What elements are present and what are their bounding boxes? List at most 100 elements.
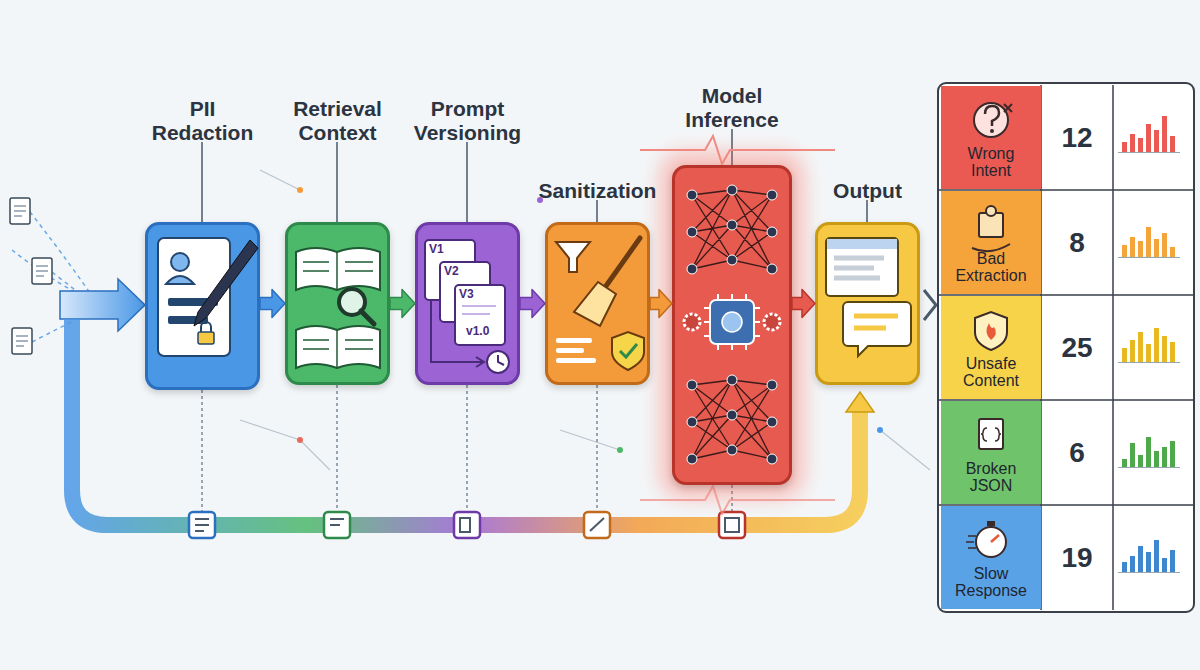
spark-bars [1122,540,1175,572]
stage-heading: Prompt Versioning [400,97,536,145]
question-hook [985,106,999,126]
version-page [440,262,490,322]
speed-lines [966,536,976,548]
issue-name: Broken JSON [941,401,1041,504]
chip-pins [704,294,760,350]
stage-box: Model Inference [672,165,792,485]
spark-bars [1122,116,1175,152]
stage-heading: Model Inference [667,84,797,132]
bypass-arrowhead [846,392,874,412]
issue-row: Broken JSON6 [941,401,1191,504]
issue-row: Slow Response19 [941,506,1191,609]
flow-arrow [792,290,815,318]
spark-bars [1122,437,1175,467]
deco-dot [297,187,303,193]
open-book [296,248,380,290]
issue-row: Wrong Intent12 [941,86,1191,189]
gear-symbol [684,314,700,330]
person-head [171,253,189,271]
broom-bristles [574,282,616,326]
heartbeat-line [640,486,835,514]
page-lines [462,306,496,314]
stage-box: Output [815,222,920,385]
lock-body [198,332,214,344]
flow-arrow [520,290,545,318]
question-dot [990,129,994,133]
issue-count: 19 [1041,506,1113,609]
shield-symbol [612,332,644,370]
chip-symbol [710,300,754,344]
pen-symbol [194,240,258,326]
spark-bars [1122,328,1175,362]
browser-bar [827,239,897,249]
redaction-bar [168,298,218,306]
version-page [425,240,475,300]
inference-glow [660,152,804,498]
stage-heading: Retrieval Context [273,97,403,145]
flow-arrow [390,290,415,318]
chat-lines [854,316,898,328]
version-page [455,285,505,345]
deco-dot [617,447,623,453]
flow-arrow [650,290,672,318]
deco-dot [297,437,303,443]
issue-name: Bad Extraction [941,191,1041,294]
code-line [556,338,592,343]
network-neurons [687,185,777,464]
stopwatch-face [976,527,1006,557]
issue-name: Slow Response [941,506,1041,609]
spark-baseline [1118,153,1180,573]
issue-name: Wrong Intent [941,86,1041,189]
deco-dot [877,427,883,433]
document-card [158,238,230,356]
lock-shackle [201,322,211,332]
code-line [556,358,596,363]
stage-box: Retrieval Context [285,222,390,385]
issue-row: Bad Extraction8 [941,191,1191,294]
table-rule [938,85,1194,610]
stage-heading: PII Redaction [138,97,268,145]
question-icon [974,103,1008,137]
issue-count: 8 [1041,191,1113,294]
cross-mark [1004,104,1012,112]
tap-icon [719,512,745,538]
heartbeat-line [640,136,835,164]
issue-row: Unsafe Content25 [941,296,1191,399]
open-book [296,326,380,368]
output-chevron [924,290,936,320]
issue-name: Unsafe Content [941,296,1041,399]
chat-bubble [843,302,911,356]
check-mark [620,344,637,357]
shield-symbol [975,312,1007,350]
code-line [556,348,584,353]
file-icon [979,419,1003,449]
issue-count: 25 [1041,296,1113,399]
stage-box: Sanitization [545,222,650,385]
network-links [692,190,772,459]
clock-hands [498,355,504,365]
stage-heading: Output [783,179,953,203]
spark-bars [1122,227,1175,257]
magnifier-handle [361,311,374,324]
funnel-symbol [556,242,590,272]
puzzle-piece [979,213,1003,237]
clock-face [487,351,509,373]
browser-window [826,238,898,296]
book-lines [303,252,373,290]
person-body [166,276,194,284]
tap-icon [454,512,480,538]
stage-box: Prompt Versioning [415,222,520,385]
issue-count: 6 [1041,401,1113,504]
brain-core [722,312,742,332]
history-arrow [431,300,482,362]
stopwatch-hand [991,535,999,542]
faint-wire [240,170,930,470]
issue-table-frame [938,83,1194,612]
broom-handle [606,238,640,286]
flow-arrow [260,290,285,318]
document-lines [14,206,48,346]
stopwatch-button [987,521,995,526]
browser-lines [834,258,884,278]
history-arrowhead [476,357,484,367]
